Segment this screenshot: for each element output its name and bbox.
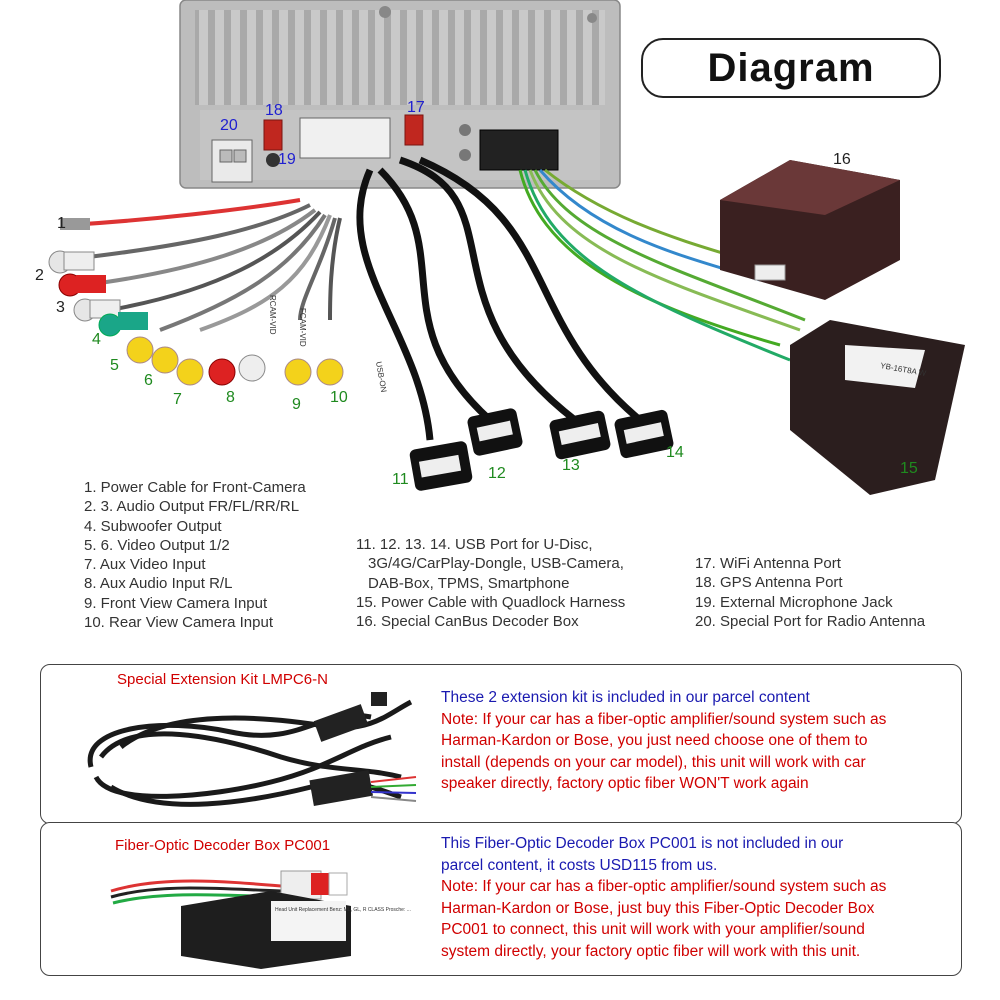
decoder-box-description: This Fiber-Optic Decoder Box PC001 is no… (441, 833, 886, 962)
extension-kit-description: These 2 extension kit is included in our… (441, 687, 886, 795)
gps-antenna-port (263, 119, 283, 167)
callout-20: 20 (220, 117, 238, 134)
legend-item: 16. Special CanBus Decoder Box (356, 613, 579, 631)
main-connector-left (299, 117, 391, 159)
main-connector-right (479, 129, 559, 171)
callout-1: 1 (57, 215, 66, 232)
callout-19: 19 (278, 151, 296, 168)
decoder-box-note-line: PC001 to connect, this unit will work wi… (441, 921, 865, 938)
svg-text:Head Unit Replacement Benz: ML: Head Unit Replacement Benz: ML, GL, R CL… (275, 907, 411, 913)
callout-7: 7 (173, 391, 182, 408)
callout-5: 5 (110, 357, 119, 374)
callout-15: 15 (900, 460, 918, 477)
legend-item: 19. External Microphone Jack (695, 593, 893, 611)
extension-kit-panel: Special Extension Kit LMPC6-N These 2 ex… (40, 664, 962, 824)
decoder-box-note-line: Harman-Kardon or Bose, just buy this Fib… (441, 899, 875, 917)
decoder-box-info-line: parcel content, it costs USD115 from us. (441, 856, 718, 874)
decoder-box-panel: Fiber-Optic Decoder Box PC001 Head Unit … (40, 822, 962, 976)
decoder-box-title: Fiber-Optic Decoder Box PC001 (115, 837, 331, 854)
decoder-box-note-line: system directly, your factory optic fibe… (441, 942, 861, 960)
callout-14: 14 (666, 444, 684, 461)
legend-item: 4. Subwoofer Output (84, 517, 222, 535)
callout-16: 16 (833, 151, 851, 168)
usb-cable-bundle (356, 156, 643, 441)
legend-item: 20. Special Port for Radio Antenna (695, 612, 926, 630)
legend-item: 5. 6. Video Output 1/2 (84, 536, 230, 554)
usb-on-label: USB-ON (374, 361, 388, 393)
rca-wire-bundle (69, 198, 342, 332)
legend-item: 3G/4G/CarPlay-Dongle, USB-Camera, (368, 555, 624, 573)
extension-kit-note-line: speaker directly, factory optic fiber WO… (441, 775, 809, 792)
legend-item: 17. WiFi Antenna Port (695, 555, 841, 572)
legend-item: 11. 12. 13. 14. USB Port for U-Disc, (356, 536, 593, 553)
legend-item: 10. Rear View Camera Input (84, 614, 273, 632)
callout-11: 11 (392, 471, 409, 488)
callout-3: 3 (56, 299, 65, 316)
callout-8: 8 (226, 389, 235, 406)
legend-item: 18. GPS Antenna Port (695, 574, 843, 592)
callout-10: 10 (330, 389, 348, 406)
callout-18: 18 (265, 102, 283, 119)
extension-kit-info-line: These 2 extension kit is included in our… (441, 689, 810, 706)
legend-item: 9. Front View Camera Input (84, 594, 268, 612)
legend-item: DAB-Box, TPMS, Smartphone (368, 574, 570, 592)
legend-column-2: 11. 12. 13. 14. USB Port for U-Disc, 3G/… (356, 535, 625, 631)
product-illustration: YB-16T8A W FCAM-VID RCAM-VID USB-ON (48, 0, 965, 495)
legend-column-3: 17. WiFi Antenna Port 18. GPS Antenna Po… (695, 554, 925, 631)
callout-12: 12 (488, 465, 506, 482)
quadlock-connector: YB-16T8A W (790, 320, 965, 495)
decoder-box-note-line: Note: If your car has a fiber-optic ampl… (441, 878, 887, 895)
legend-item: 15. Power Cable with Quadlock Harness (356, 593, 626, 611)
decoder-box-image: Head Unit Replacement Benz: ML, GL, R CL… (110, 870, 411, 969)
callout-2: 2 (35, 267, 44, 284)
legend-column-1: 1. Power Cable for Front-Camera 2. 3. Au… (84, 478, 306, 632)
extension-kit-image (87, 692, 417, 807)
usb-connectors (409, 408, 674, 491)
radio-antenna-port (211, 139, 253, 183)
canbus-decoder-box (720, 160, 900, 300)
extension-kit-note-line: install (depends on your car model), thi… (441, 753, 866, 771)
fcam-label: FCAM-VID (298, 308, 307, 347)
callout-17: 17 (407, 99, 425, 116)
rca-plugs (48, 218, 344, 386)
extension-kit-note-line: Harman-Kardon or Bose, you just need cho… (441, 732, 868, 749)
wifi-antenna-port (404, 114, 424, 146)
callout-6: 6 (144, 372, 153, 389)
decoder-box-info-line: This Fiber-Optic Decoder Box PC001 is no… (441, 835, 844, 852)
extension-kit-title: Special Extension Kit LMPC6-N (117, 671, 328, 688)
legend-item: 2. 3. Audio Output FR/FL/RR/RL (84, 498, 300, 516)
legend-item: 8. Aux Audio Input R/L (84, 575, 233, 593)
legend-item: 7. Aux Video Input (84, 556, 206, 574)
extension-kit-note-line: Note: If your car has a fiber-optic ampl… (441, 710, 887, 728)
rcam-label: RCAM-VID (268, 295, 277, 335)
callout-4: 4 (92, 331, 101, 348)
callout-9: 9 (292, 396, 301, 413)
callout-13: 13 (562, 457, 580, 474)
diagram-title: Diagram (641, 38, 941, 98)
legend-item: 1. Power Cable for Front-Camera (84, 479, 306, 496)
